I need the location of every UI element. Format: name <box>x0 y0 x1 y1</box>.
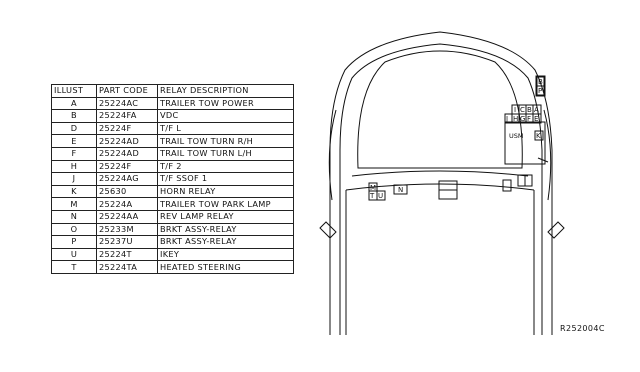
windshield-line <box>345 183 535 191</box>
left-fender-line <box>328 109 337 201</box>
relay-slot-u <box>376 190 386 201</box>
label-i: I <box>514 106 516 114</box>
label-b-top: B <box>538 78 543 86</box>
relay-slot-b-top <box>536 76 545 87</box>
hood-outline <box>357 50 523 169</box>
right-mirror <box>547 221 565 239</box>
label-k: K <box>536 132 541 140</box>
label-h: H <box>513 115 518 123</box>
label-c: C <box>520 106 525 114</box>
label-u: U <box>378 192 383 200</box>
usm-leader <box>537 157 549 163</box>
relay-slot-e <box>532 113 542 124</box>
label-usm: USM <box>509 132 524 140</box>
left-mirror <box>319 221 337 239</box>
vehicle-inner-outline <box>339 43 543 335</box>
label-e: E <box>534 115 538 123</box>
relay-slot-k <box>534 130 544 141</box>
label-p: P <box>538 87 542 95</box>
label-g: G <box>520 115 525 123</box>
relay-box-right <box>535 75 546 97</box>
bracket-right-small <box>502 179 512 192</box>
right-fender-line <box>543 109 552 201</box>
label-b: B <box>527 106 532 114</box>
table-header-row: ILLUST PART CODE RELAY DESCRIPTION <box>51 84 294 98</box>
label-a: A <box>534 106 539 114</box>
label-t: T <box>369 192 375 200</box>
cell-relay-description: HEATED STEERING <box>157 260 294 274</box>
reference-code: R252004C <box>560 324 605 333</box>
cowl-line <box>351 170 529 177</box>
fuse-box-usm <box>504 121 546 165</box>
label-j: J <box>505 115 508 123</box>
vehicle-outline <box>329 31 553 335</box>
relay-slot-n <box>393 184 408 195</box>
label-f: F <box>527 115 531 123</box>
label-n: N <box>398 186 403 194</box>
label-m: M <box>370 184 376 192</box>
